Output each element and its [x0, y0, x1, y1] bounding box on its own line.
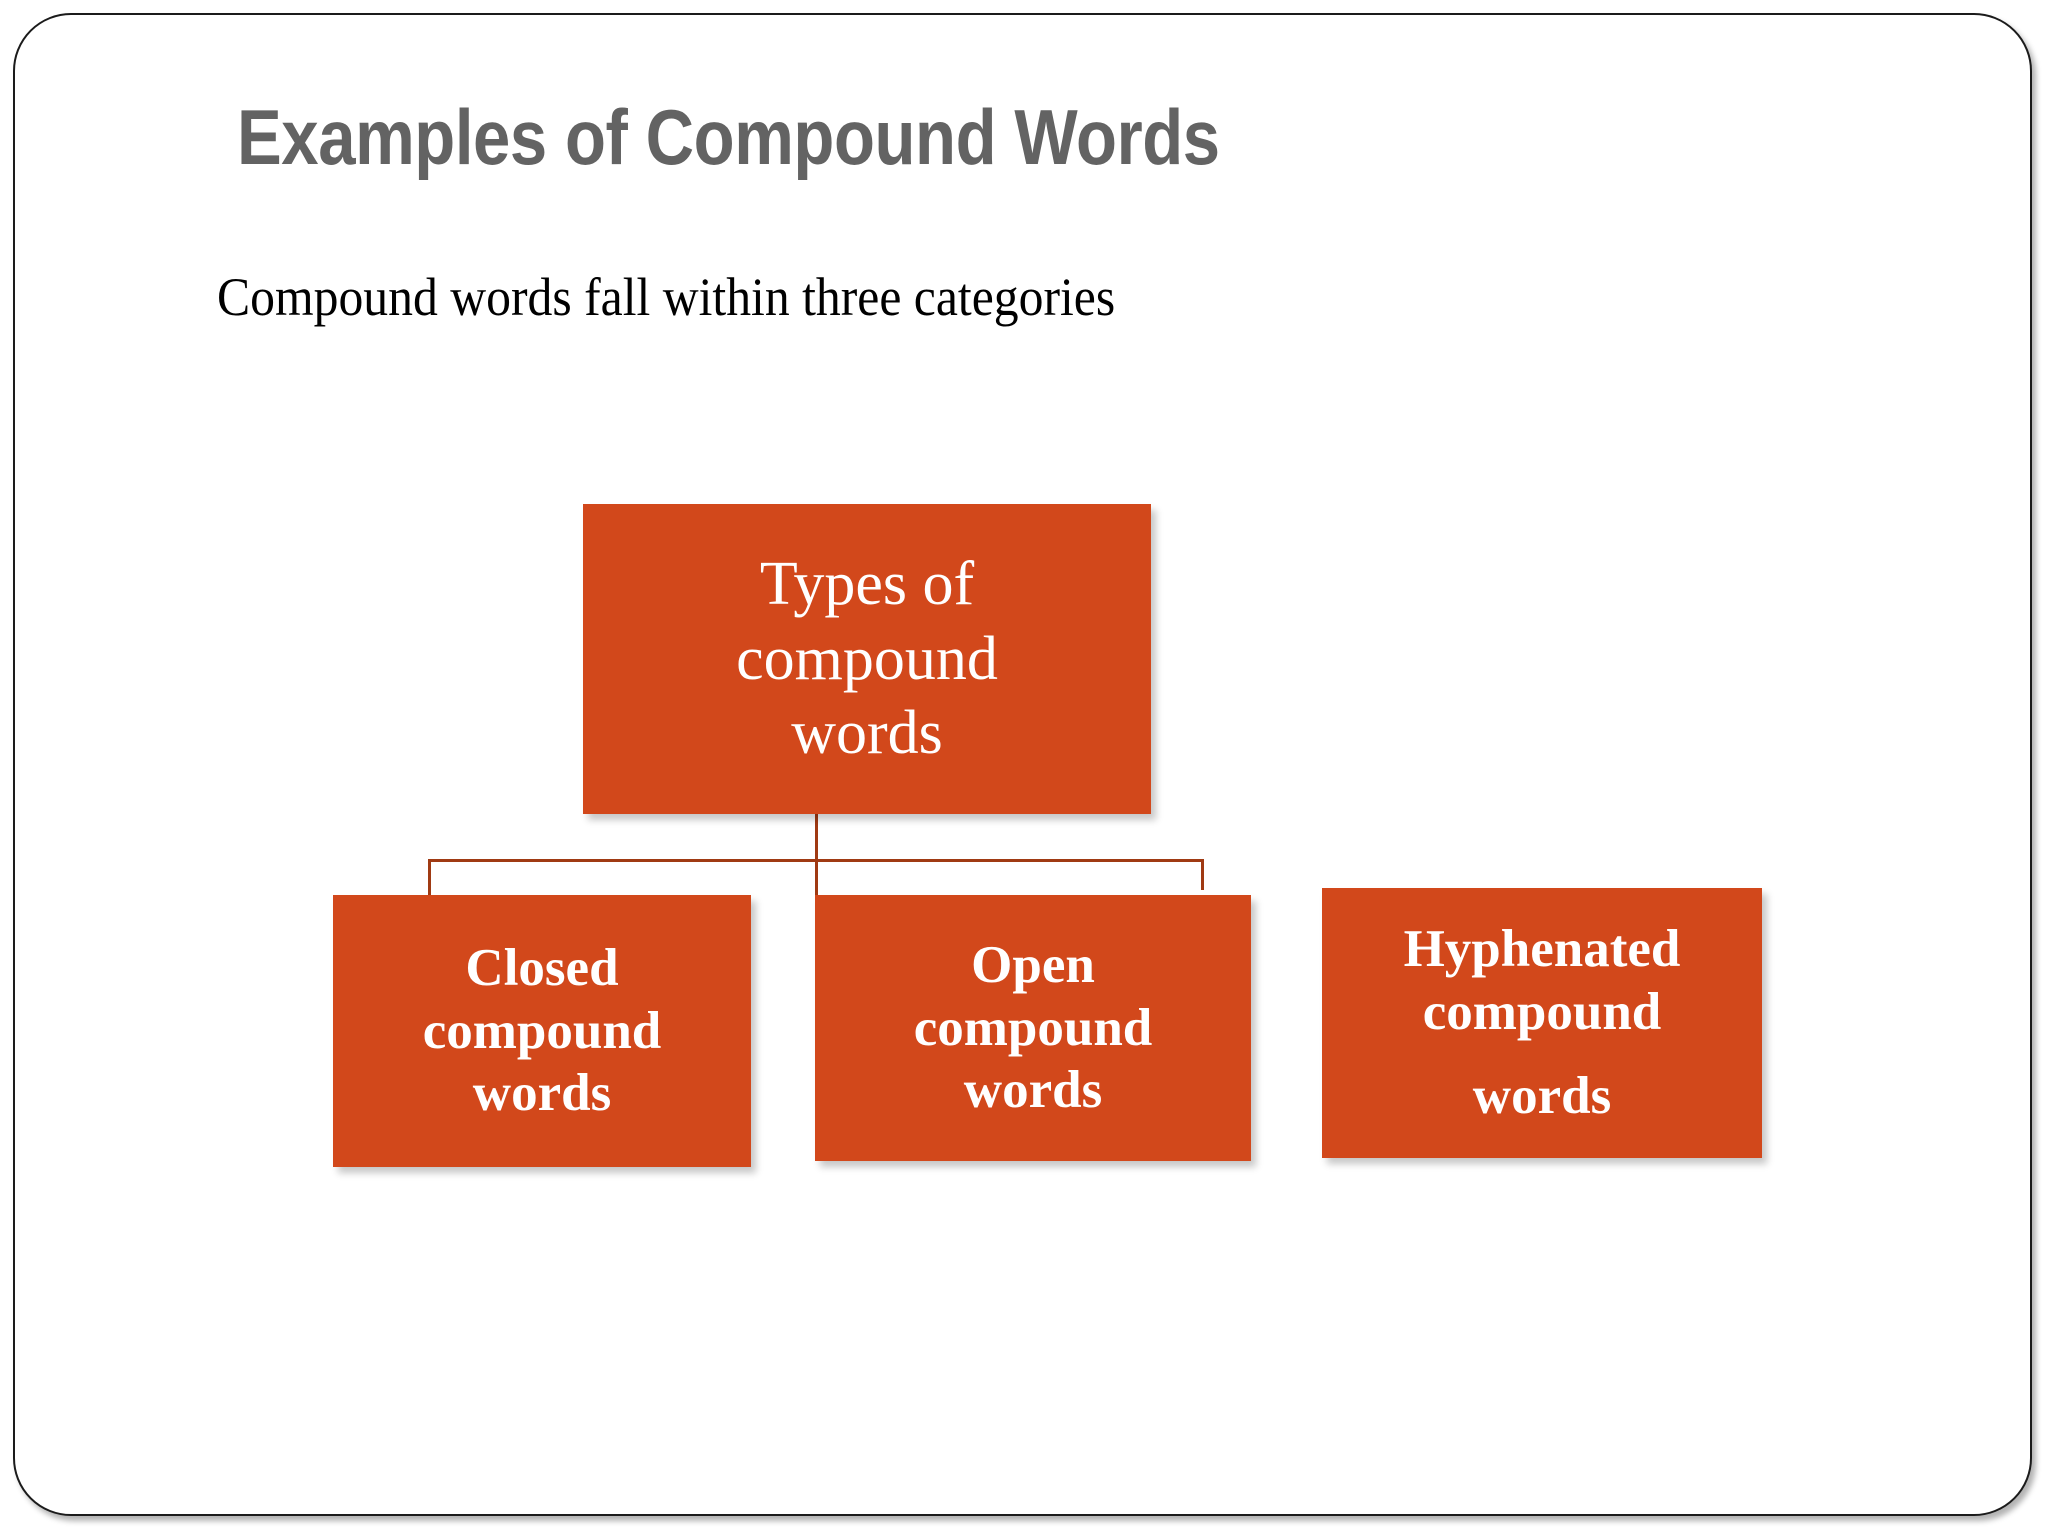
- slide-canvas: Examples of Compound Words Compound word…: [13, 13, 2032, 1516]
- node-hyphenated-line-3: words: [1472, 1067, 1612, 1126]
- node-hyphenated-line-2: compound: [1422, 982, 1662, 1041]
- page-title: Examples of Compound Words: [237, 93, 1220, 181]
- diagram-node-open[interactable]: Open compound words: [815, 895, 1251, 1161]
- compound-words-diagram: Types of compound words Closed compound …: [15, 15, 2034, 1518]
- diagram-node-hyphenated[interactable]: Hyphenated compound words: [1322, 888, 1762, 1158]
- node-root-line-2: compound: [736, 624, 998, 693]
- subtitle-text: Compound words fall within three categor…: [217, 267, 1116, 327]
- connector-drop-open: [815, 859, 818, 897]
- node-root-line-3: words: [791, 699, 943, 768]
- node-open-line-1: Open: [971, 936, 1095, 995]
- node-closed-line-1: Closed: [465, 939, 619, 998]
- node-closed-line-3: words: [472, 1064, 612, 1123]
- node-open-line-3: words: [963, 1061, 1103, 1120]
- connector-drop-closed: [428, 859, 431, 897]
- node-root-line-1: Types of: [759, 550, 975, 619]
- node-hyphenated-line-1: Hyphenated: [1403, 920, 1681, 979]
- diagram-node-closed[interactable]: Closed compound words: [333, 895, 751, 1167]
- node-open-line-2: compound: [913, 998, 1153, 1057]
- connector-root-stem: [815, 814, 818, 861]
- node-closed-line-2: compound: [422, 1001, 662, 1060]
- diagram-node-root[interactable]: Types of compound words: [583, 504, 1151, 814]
- connector-drop-hyphenated: [1201, 859, 1204, 890]
